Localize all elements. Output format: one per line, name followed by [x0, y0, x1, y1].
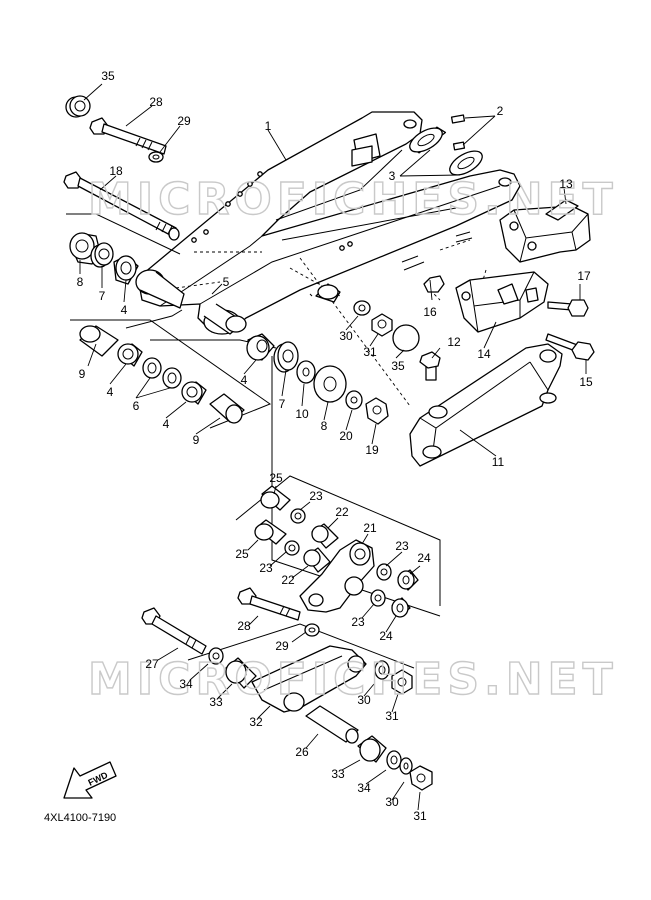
callout-34: 34 [179, 677, 193, 691]
callout-23d: 23 [351, 615, 365, 629]
callout-11: 11 [492, 455, 505, 469]
callout-21: 21 [363, 521, 377, 535]
callout-27: 27 [145, 657, 159, 671]
callout-24b: 24 [379, 629, 393, 643]
callout-1: 1 [265, 119, 272, 133]
callout-26: 26 [295, 745, 309, 759]
callout-8: 8 [77, 275, 84, 289]
callout-22b: 22 [281, 573, 295, 587]
callout-9: 9 [79, 367, 86, 381]
callout-32: 32 [249, 715, 263, 729]
callout-13: 13 [559, 177, 573, 191]
callout-17: 17 [577, 269, 591, 283]
linkage-bottom-group [141, 587, 433, 791]
callout-33: 33 [209, 695, 223, 709]
pivot-bushing-group [70, 319, 277, 429]
callout-31: 31 [363, 345, 377, 359]
callout-28b: 28 [237, 619, 251, 633]
chain-puller-parts-2-3 [399, 114, 496, 177]
callout-7: 7 [99, 289, 106, 303]
callout-25: 25 [269, 471, 283, 485]
callout-5: 5 [223, 275, 230, 289]
callout-23: 23 [309, 489, 323, 503]
callout-16: 16 [423, 305, 437, 319]
callout-23c: 23 [259, 561, 273, 575]
leader-lines [79, 83, 587, 811]
chain-guide-parts-13-14 [423, 199, 595, 361]
callout-30b: 30 [357, 693, 371, 707]
callout-4d: 4 [163, 417, 170, 431]
callout-31b: 31 [385, 709, 399, 723]
callout-4: 4 [121, 303, 128, 317]
callout-29: 29 [177, 114, 191, 128]
swingarm-part-1 [135, 111, 521, 335]
callout-20: 20 [339, 429, 353, 443]
callout-9b: 9 [193, 433, 200, 447]
callout-10: 10 [295, 407, 309, 421]
callout-33b: 33 [331, 767, 345, 781]
callout-18: 18 [109, 164, 123, 178]
pivot-parts-left [63, 95, 183, 329]
callout-31c: 31 [413, 809, 427, 823]
callout-4c: 4 [241, 373, 248, 387]
callout-4b: 4 [107, 385, 114, 399]
callout-7b: 7 [279, 397, 286, 411]
callout-30c: 30 [385, 795, 399, 809]
callout-2: 2 [497, 104, 504, 118]
watermark-top: MICROFICHES.NET [88, 174, 618, 225]
callout-12: 12 [447, 335, 461, 349]
callout-23b: 23 [395, 539, 409, 553]
forward-arrow-icon: FWD [63, 761, 117, 799]
callout-30: 30 [339, 329, 353, 343]
callout-25b: 25 [235, 547, 249, 561]
callout-8b: 8 [321, 419, 328, 433]
callout-numbers: 35 28 29 1 2 3 18 13 8 7 4 5 17 16 30 31… [77, 69, 593, 823]
callout-29b: 29 [275, 639, 289, 653]
callout-35b: 35 [391, 359, 405, 373]
callout-22: 22 [335, 505, 349, 519]
callout-15: 15 [579, 375, 593, 389]
callout-34b: 34 [357, 781, 371, 795]
callout-28: 28 [149, 95, 163, 109]
linkage-top-group [235, 475, 441, 618]
callout-3: 3 [389, 169, 396, 183]
relay-arm-part-11 [409, 343, 563, 467]
callout-14: 14 [477, 347, 491, 361]
callout-6: 6 [133, 399, 140, 413]
callout-24: 24 [417, 551, 431, 565]
callout-35: 35 [101, 69, 115, 83]
document-number: 4XL4100-7190 [44, 812, 117, 824]
callout-19: 19 [365, 443, 379, 457]
watermark-bottom: MICROFICHES.NET [88, 654, 618, 705]
